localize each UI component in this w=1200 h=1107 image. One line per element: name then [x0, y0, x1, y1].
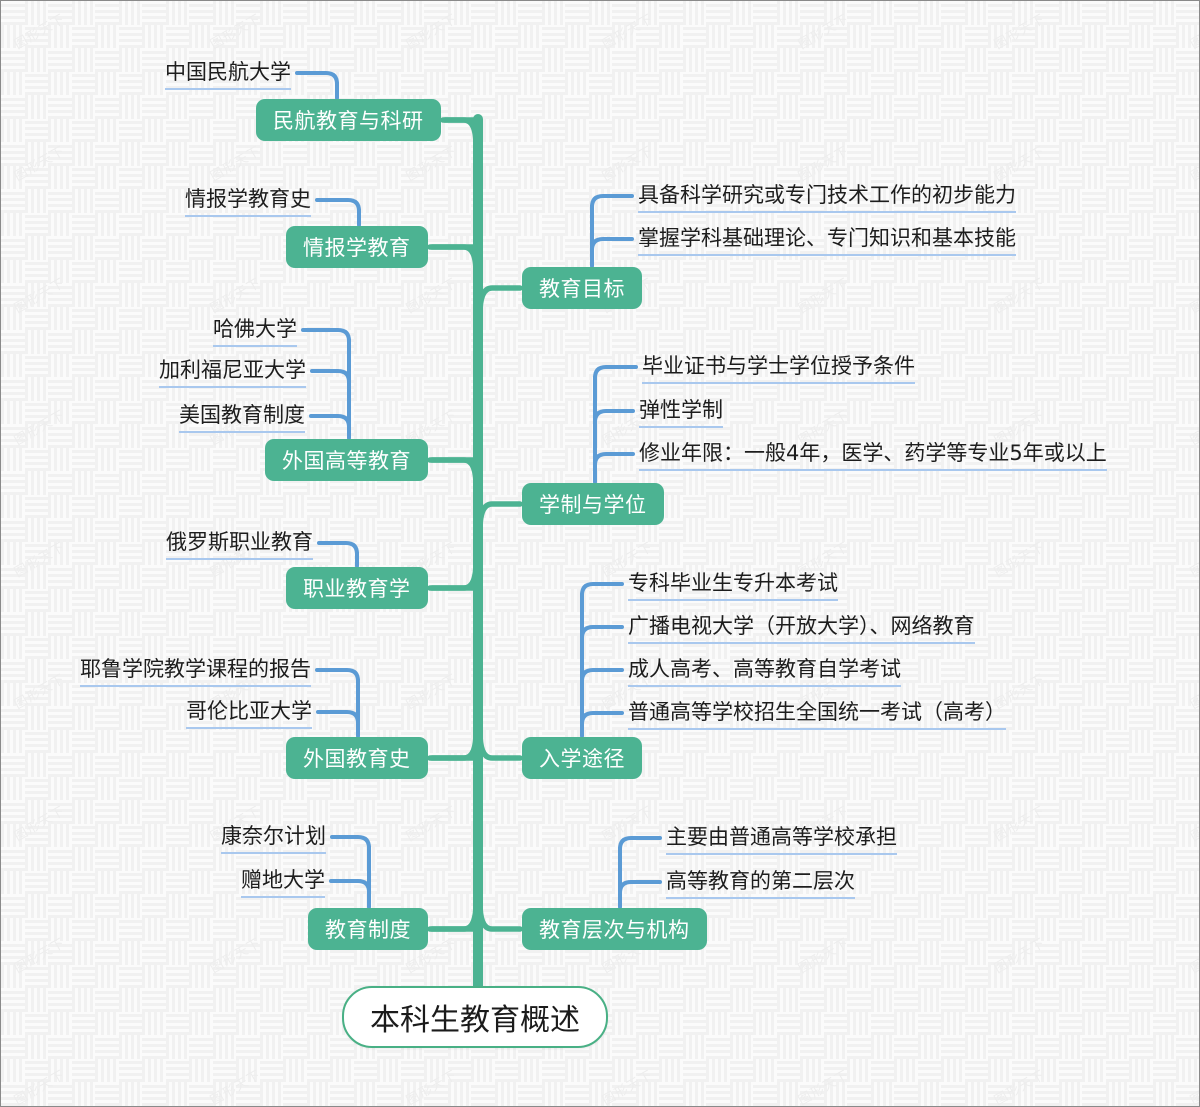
leaf-node[interactable]: 美国教育制度	[179, 403, 305, 434]
leaf-node[interactable]: 修业年限：一般4年，医学、药学等专业5年或以上	[639, 441, 1107, 472]
branch-node-外国教育史[interactable]: 外国教育史	[286, 737, 428, 779]
leaf-link-left-757-0	[315, 668, 360, 683]
branch-node-教育目标-label: 教育目标	[539, 277, 625, 301]
leaf-link-right-503-1	[593, 409, 635, 424]
branch-curve-left-5	[427, 900, 479, 932]
branch-link-left-0	[442, 116, 481, 123]
branch-node-入学途径[interactable]: 入学途径	[522, 737, 642, 779]
leaf-link-right-757-2	[580, 668, 624, 683]
leaf-node[interactable]: 具备科学研究或专门技术工作的初步能力	[638, 183, 1016, 214]
branch-node-学制与学位-label: 学制与学位	[539, 493, 647, 517]
leaf-node[interactable]: 哈佛大学	[213, 317, 297, 348]
branch-node-教育层次与机构-label: 教育层次与机构	[539, 918, 690, 942]
branch-node-外国高等教育-label: 外国高等教育	[282, 449, 411, 473]
branch-node-情报学教育[interactable]: 情报学教育	[286, 226, 428, 268]
leaf-link-right-757-0	[580, 582, 624, 597]
branch-curve-right-2	[477, 729, 523, 761]
leaf-node[interactable]: 普通高等学校招生全国统一考试（高考）	[628, 700, 1006, 731]
leaf-link-right-287-0	[590, 194, 634, 209]
leaf-link-left-928-1	[329, 879, 371, 894]
leaf-node[interactable]: 加利福尼亚大学	[159, 358, 306, 389]
leaf-node[interactable]: 弹性学制	[639, 398, 723, 429]
leaf-link-left-459-1	[310, 369, 351, 384]
branch-node-入学途径-label: 入学途径	[539, 747, 625, 771]
leaf-link-left-119-0	[295, 71, 339, 86]
branch-curve-left-2	[427, 457, 479, 489]
branch-node-教育制度[interactable]: 教育制度	[308, 908, 428, 950]
leaf-link-left-459-2	[309, 414, 351, 429]
leaf-node[interactable]: 成人高考、高等教育自学考试	[628, 657, 901, 688]
root-node[interactable]: 本科生教育概述	[342, 986, 608, 1048]
leaf-node[interactable]: 专科毕业生专升本考试	[628, 571, 838, 602]
root-node-label: 本科生教育概述	[370, 1003, 580, 1038]
branch-curve-left-4	[427, 729, 479, 761]
leaf-link-right-757-3	[580, 711, 624, 726]
leaf-link-left-459-0	[301, 328, 351, 343]
branch-curve-left-3	[427, 559, 479, 591]
leaf-node[interactable]: 高等教育的第二层次	[666, 869, 855, 900]
branch-node-外国高等教育[interactable]: 外国高等教育	[265, 439, 428, 481]
leaf-link-right-503-2	[593, 452, 635, 467]
leaf-node[interactable]: 主要由普通高等学校承担	[666, 825, 897, 856]
branch-node-外国教育史-label: 外国教育史	[303, 747, 411, 771]
leaf-node[interactable]: 哥伦比亚大学	[186, 699, 312, 730]
branch-node-职业教育学-label: 职业教育学	[303, 577, 411, 601]
leaf-link-left-757-1	[316, 710, 360, 725]
branch-node-教育目标[interactable]: 教育目标	[522, 267, 642, 309]
branch-node-学制与学位[interactable]: 学制与学位	[522, 483, 664, 525]
leaf-node[interactable]: 赠地大学	[241, 868, 325, 899]
branch-node-教育层次与机构[interactable]: 教育层次与机构	[522, 908, 707, 950]
leaf-node[interactable]: 耶鲁学院教学课程的报告	[80, 657, 311, 688]
leaf-link-right-287-1	[590, 237, 634, 252]
leaf-link-right-928-0	[618, 836, 662, 851]
branch-node-民航教育与科研[interactable]: 民航教育与科研	[256, 99, 441, 141]
branch-node-职业教育学[interactable]: 职业教育学	[286, 567, 428, 609]
leaf-link-left-246-0	[315, 198, 361, 213]
branch-curve-right-1	[477, 501, 523, 533]
branch-curve-left-1	[427, 244, 479, 276]
leaf-node[interactable]: 康奈尔计划	[221, 824, 326, 855]
branch-curve-right-0	[477, 285, 523, 317]
branch-curve-left-0	[440, 117, 479, 149]
leaf-link-right-503-0	[593, 365, 638, 380]
branch-node-民航教育与科研-label: 民航教育与科研	[273, 109, 424, 133]
leaf-node[interactable]: 毕业证书与学士学位授予条件	[642, 354, 915, 385]
leaf-node[interactable]: 中国民航大学	[165, 60, 291, 91]
branch-curve-right-3	[477, 900, 523, 932]
branch-node-情报学教育-label: 情报学教育	[303, 236, 411, 260]
leaf-link-left-928-0	[330, 835, 371, 850]
leaf-node[interactable]: 俄罗斯职业教育	[166, 530, 313, 561]
leaf-node[interactable]: 广播电视大学（开放大学）、网络教育	[628, 614, 975, 645]
leaf-node[interactable]: 情报学教育史	[185, 187, 311, 218]
leaf-link-left-587-0	[317, 541, 359, 556]
leaf-link-right-757-1	[580, 625, 624, 640]
leaf-node[interactable]: 掌握学科基础理论、专门知识和基本技能	[638, 226, 1016, 257]
leaf-link-right-928-1	[618, 880, 662, 895]
branch-node-教育制度-label: 教育制度	[325, 918, 411, 942]
